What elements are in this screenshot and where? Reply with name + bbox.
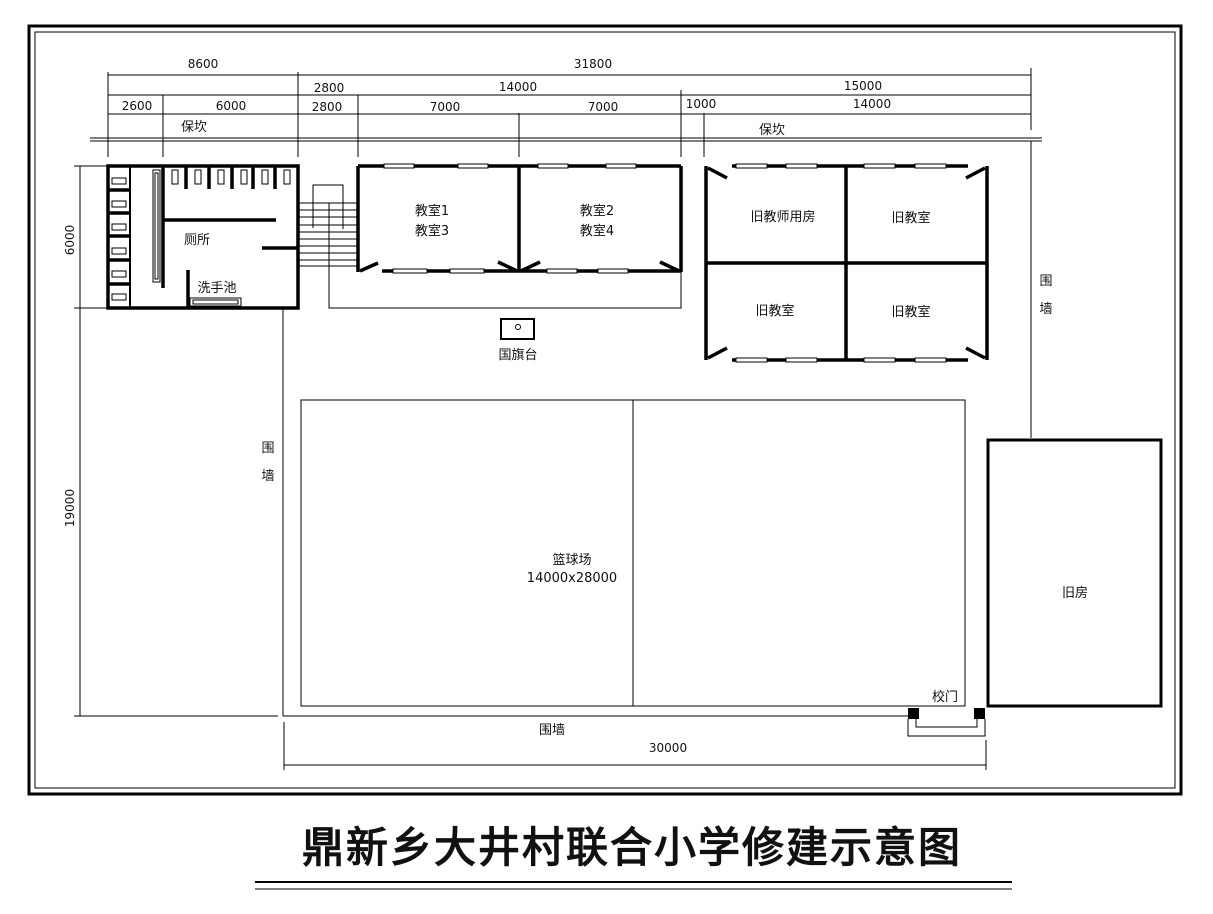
- dim-classroom2: 7000: [588, 100, 619, 114]
- dim-bottom-30000: 30000: [649, 741, 687, 755]
- old-classroom-label: 旧教室: [891, 210, 930, 226]
- wall-bottom-label: 围墙: [539, 723, 565, 738]
- dim-left-19000: 19000: [63, 489, 77, 527]
- dim-toilet-b: 6000: [216, 99, 247, 113]
- dim-stair-lower: 2800: [312, 100, 343, 114]
- school-gate-label: 校门: [932, 689, 958, 705]
- wash-basin-label: 洗手池: [197, 281, 236, 296]
- old-classroom-label: 旧教室: [891, 304, 930, 320]
- dim-toilet-a: 2600: [122, 99, 153, 113]
- old-house: [986, 438, 1163, 708]
- classroom-2-label: 教室2: [580, 203, 614, 219]
- old-house-label: 旧房: [1062, 585, 1088, 601]
- basketball-court-size: 14000x28000: [527, 571, 617, 586]
- classroom-4-label: 教室4: [580, 223, 614, 239]
- basketball-court: [300, 399, 966, 707]
- dim-8600: 8600: [188, 57, 219, 71]
- classroom-building: [328, 163, 683, 309]
- basketball-court-label: 篮球场: [552, 553, 591, 568]
- old-teacher-room-label: 旧教师用房: [750, 209, 815, 225]
- dim-old-block-span: 15000: [844, 79, 882, 93]
- old-building: [704, 163, 989, 363]
- bottom-dimension-line: [283, 722, 987, 770]
- flag-platform: [500, 318, 535, 340]
- dim-31800: 31800: [574, 57, 612, 71]
- wall-label: 墙: [261, 469, 274, 484]
- flag-platform-label: 国旗台: [498, 347, 537, 363]
- old-classroom-label: 旧教室: [755, 303, 794, 319]
- toilet-building: [106, 164, 300, 310]
- windows: [383, 163, 637, 274]
- wall-label: 墙: [1039, 302, 1052, 317]
- toilet-label: 厕所: [184, 233, 210, 248]
- staircase: [298, 184, 358, 308]
- left-dimension-lines: [74, 165, 278, 717]
- page-title: 鼎新乡大井村联合小学修建示意图: [302, 823, 962, 872]
- dim-stair-upper: 2800: [314, 81, 345, 95]
- wall-label: 围: [1039, 274, 1052, 289]
- school-gate: [907, 708, 986, 737]
- dim-old-block-inner: 14000: [853, 97, 891, 111]
- title-underline: [255, 881, 1012, 890]
- dim-classroom1: 7000: [430, 100, 461, 114]
- retaining-wall-label: 保坎: [181, 120, 207, 135]
- wall-label: 围: [261, 441, 274, 456]
- top-dimension-lines: [90, 68, 1042, 157]
- dim-left-6000: 6000: [63, 225, 77, 256]
- classroom-3-label: 教室3: [415, 223, 449, 239]
- dim-classroom-span: 14000: [499, 80, 537, 94]
- classroom-1-label: 教室1: [415, 203, 449, 219]
- dim-gap: 1000: [686, 97, 717, 111]
- retaining-wall-label: 保坎: [759, 123, 785, 138]
- drawing-frame: [27, 24, 1183, 796]
- boundary-wall: [108, 141, 1032, 717]
